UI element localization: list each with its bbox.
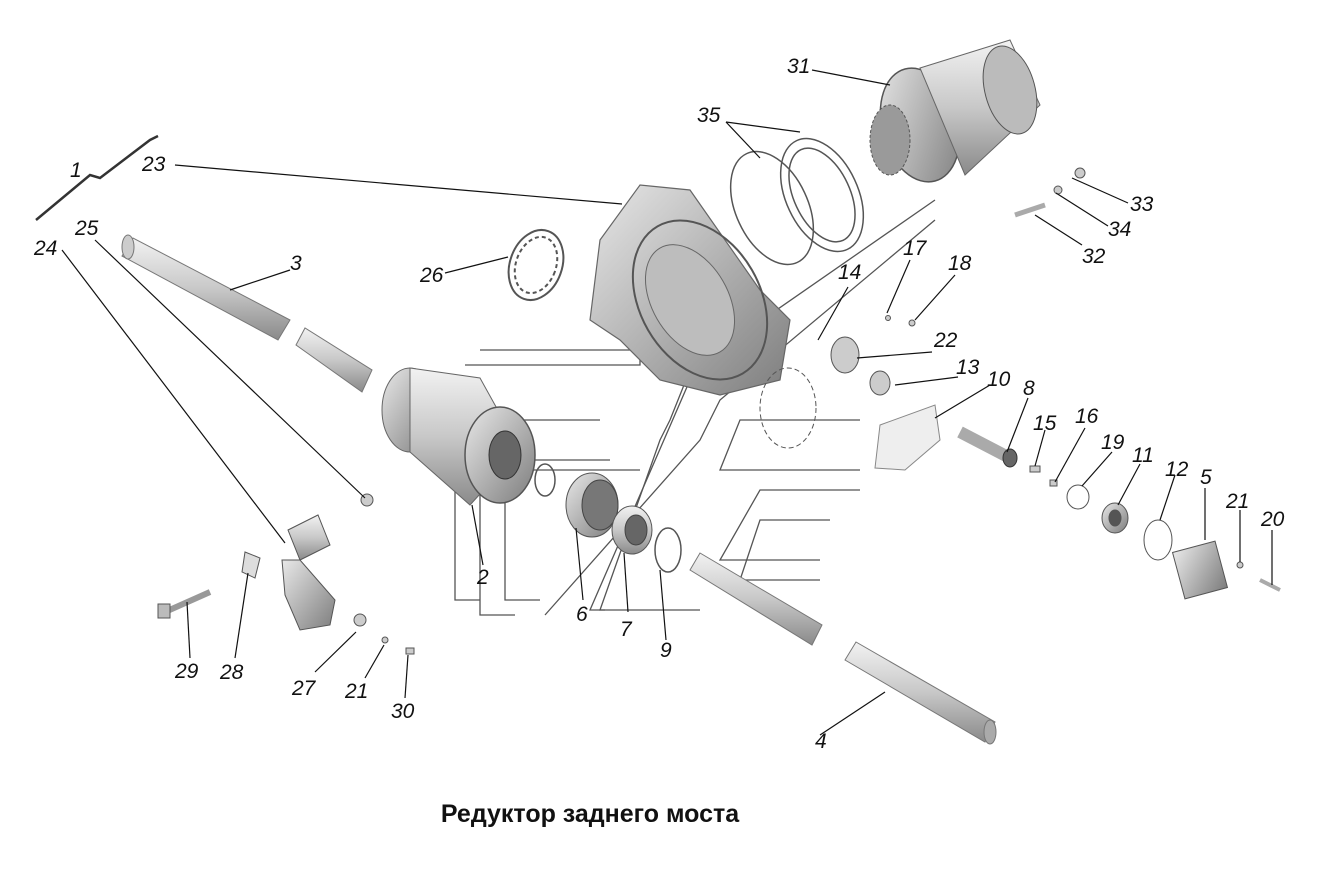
part-18 (908, 319, 916, 327)
label-15: 15 (1033, 412, 1057, 435)
label-35: 35 (697, 104, 721, 127)
label-4: 4 (815, 730, 827, 753)
part-31-drive-pinion (869, 39, 1041, 183)
part-10-bracket (874, 404, 941, 471)
label-6: 6 (576, 603, 588, 626)
part-6-bearing (565, 472, 619, 538)
part-7-bearing (611, 505, 653, 555)
label-16: 16 (1075, 405, 1099, 428)
label-30: 30 (391, 700, 415, 723)
label-23: 23 (142, 153, 166, 176)
diagram-caption: Редуктор заднего моста (440, 800, 740, 828)
label-21-left: 21 (345, 680, 369, 703)
part-28-lock-plate (241, 551, 261, 579)
leader-lines (61, 69, 1273, 736)
part-1-wire (35, 134, 159, 221)
part-4-axle-shaft (689, 552, 997, 745)
label-34: 34 (1108, 218, 1132, 241)
label-24: 24 (34, 237, 58, 260)
part-24-bearing-cap (281, 514, 336, 631)
label-22: 22 (934, 329, 958, 352)
part-17 (885, 315, 891, 321)
part-29-bolt (157, 589, 212, 619)
label-31: 31 (787, 55, 811, 78)
label-5: 5 (1200, 466, 1212, 489)
part-snap-ring (534, 463, 556, 497)
part-26-ring (507, 229, 565, 301)
label-25: 25 (75, 217, 99, 240)
label-27: 27 (292, 677, 316, 700)
label-8: 8 (1023, 377, 1035, 400)
label-29: 29 (175, 660, 199, 683)
parts-13-14-22 (759, 336, 891, 449)
label-2: 2 (477, 566, 489, 589)
label-32: 32 (1082, 245, 1106, 268)
label-10: 10 (987, 368, 1011, 391)
small-parts-right (1029, 465, 1281, 600)
part-9-ring (654, 527, 682, 573)
small-parts-left (353, 493, 415, 655)
part-3-axle-shaft (121, 234, 373, 393)
part-2-differential (381, 367, 536, 506)
label-19: 19 (1101, 431, 1125, 454)
label-20: 20 (1261, 508, 1285, 531)
label-21-right: 21 (1226, 490, 1250, 513)
label-26: 26 (420, 264, 444, 287)
label-12: 12 (1165, 458, 1189, 481)
part-8-bolt (957, 426, 1018, 468)
label-7: 7 (620, 618, 632, 641)
label-28: 28 (220, 661, 244, 684)
label-3: 3 (290, 252, 302, 275)
small-parts-upper-right (1014, 167, 1086, 218)
part-23-housing (589, 184, 791, 396)
label-13: 13 (956, 356, 980, 379)
label-17: 17 (903, 237, 927, 260)
label-14: 14 (838, 261, 862, 284)
part-35-gaskets (729, 137, 865, 266)
label-33: 33 (1130, 193, 1154, 216)
label-9: 9 (660, 639, 672, 662)
label-18: 18 (948, 252, 972, 275)
label-11: 11 (1132, 444, 1154, 467)
label-1: 1 (70, 159, 82, 182)
